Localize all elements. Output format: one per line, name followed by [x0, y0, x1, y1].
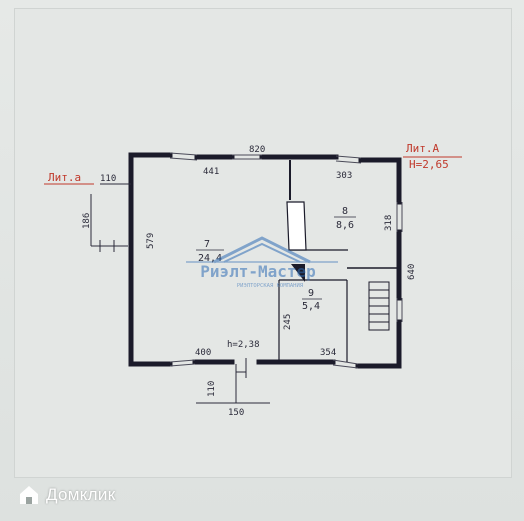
room-8-number: 8: [342, 206, 348, 217]
stove: [286, 201, 307, 282]
dim-bottom-right: 354: [320, 348, 336, 358]
watermark-title: Риэлт-Мастер: [200, 262, 316, 281]
lit-annex-label: Лит.а: [48, 171, 81, 184]
dim-left-height: 579: [146, 233, 156, 249]
room-9-area: 5,4: [302, 301, 320, 312]
dim-bottom-left: 400: [195, 348, 211, 358]
dim-annex-width: 110: [207, 381, 217, 397]
dim-annex-len: 150: [228, 408, 244, 418]
dimension-lines: [90, 183, 270, 404]
dim-partition: 245: [283, 314, 293, 330]
house-logo-icon: [20, 486, 38, 504]
paper-sheet: [14, 8, 512, 478]
dim-left-stub-height: 186: [82, 213, 92, 229]
room-7-area: 24,4: [198, 253, 222, 264]
dim-right-top: 318: [384, 215, 394, 231]
watermark: Риэлт-Мастер РИЭЛТОРСКАЯ КОМПАНИЯ: [186, 236, 338, 289]
room-8-area: 8,6: [336, 220, 354, 231]
domklik-brand: Домклик: [18, 483, 115, 507]
dim-top-total: 820: [249, 145, 265, 155]
dim-left-stub: 110: [100, 174, 116, 184]
walls: [128, 152, 402, 369]
lit-main-height: Н=2,65: [409, 158, 449, 171]
dim-top-left: 441: [203, 167, 219, 177]
stairs: [368, 281, 390, 331]
dim-top-right: 303: [336, 171, 352, 181]
windows: [169, 152, 403, 369]
brand-name: Домклик: [46, 485, 116, 504]
lit-main-label: Лит.А: [406, 142, 439, 155]
room-7-number: 7: [204, 239, 210, 250]
room-9-number: 9: [308, 288, 314, 299]
watermark-subtitle: РИЭЛТОРСКАЯ КОМПАНИЯ: [237, 283, 304, 289]
annex-height: h=2,38: [227, 340, 260, 350]
dim-right-total: 640: [407, 264, 417, 280]
